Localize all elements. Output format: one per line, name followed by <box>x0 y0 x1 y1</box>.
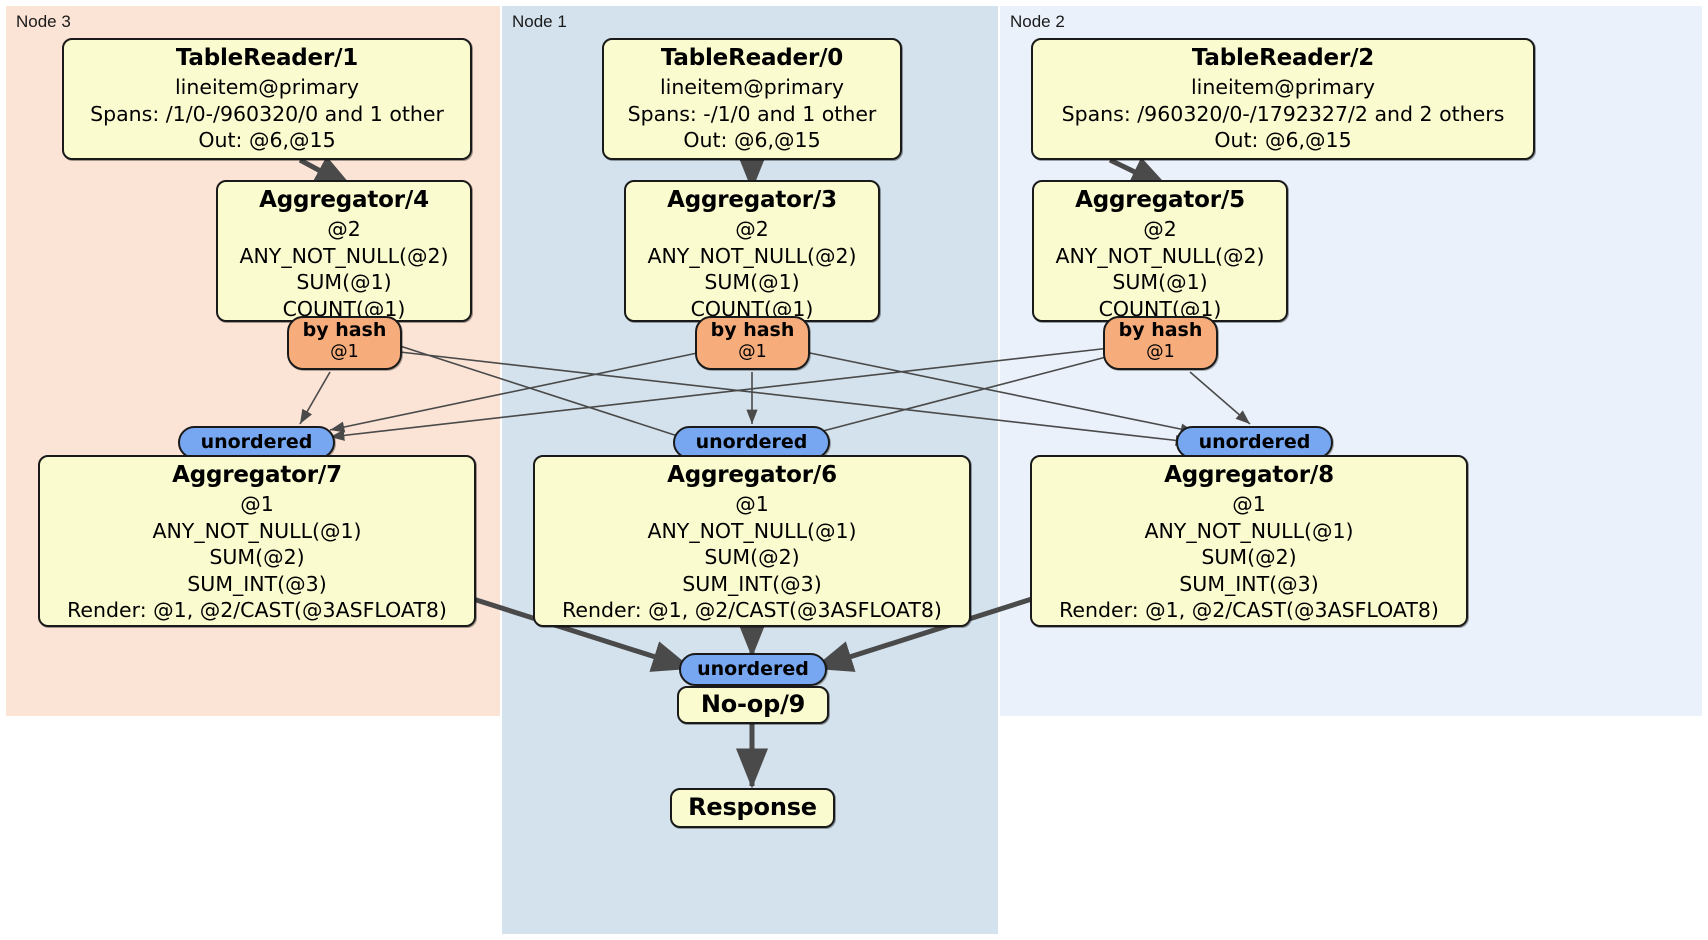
processor-detail-line: SUM(@1) <box>704 270 800 295</box>
processor-detail-line: ANY_NOT_NULL(@1) <box>152 518 362 543</box>
processor-aggregator-3[interactable]: Aggregator/3 @2 ANY_NOT_NULL(@2) SUM(@1)… <box>624 180 880 322</box>
processor-detail-line: Out: @6,@15 <box>1214 128 1352 153</box>
processor-detail-line: ANY_NOT_NULL(@2) <box>1055 243 1265 268</box>
stream-badge-subtitle: @1 <box>738 341 767 362</box>
processor-response[interactable]: Response <box>670 788 835 828</box>
processor-aggregator-5[interactable]: Aggregator/5 @2 ANY_NOT_NULL(@2) SUM(@1)… <box>1032 180 1288 322</box>
processor-detail-line: ANY_NOT_NULL(@2) <box>647 243 857 268</box>
processor-detail-line: Spans: /1/0-/960320/0 and 1 other <box>90 101 444 126</box>
processor-title: Aggregator/6 <box>667 462 837 488</box>
processor-detail-line: @1 <box>240 491 274 516</box>
processor-detail-line: ANY_NOT_NULL(@1) <box>647 518 857 543</box>
processor-detail-line: @1 <box>1232 491 1266 516</box>
processor-title: Aggregator/5 <box>1075 187 1245 213</box>
processor-detail-line: lineitem@primary <box>659 74 845 99</box>
processor-detail-line: SUM(@2) <box>1201 545 1297 570</box>
processor-title: No-op/9 <box>700 690 806 719</box>
processor-detail-line: @1 <box>735 491 769 516</box>
processor-detail-line: lineitem@primary <box>174 74 360 99</box>
stream-badge-title: unordered <box>697 657 809 680</box>
processor-detail-line: SUM_INT(@3) <box>682 571 822 596</box>
processor-table-reader-0[interactable]: TableReader/0 lineitem@primary Spans: -/… <box>602 38 902 160</box>
processor-detail-line: SUM(@1) <box>1112 270 1208 295</box>
node-panel-label-node2: Node 2 <box>1010 12 1065 31</box>
node-panel-label-node1: Node 1 <box>512 12 567 31</box>
processor-title: TableReader/2 <box>1191 45 1375 71</box>
processor-detail-line: ANY_NOT_NULL(@2) <box>239 243 449 268</box>
stream-badge-unordered-final[interactable]: unordered <box>679 653 827 686</box>
processor-table-reader-2[interactable]: TableReader/2 lineitem@primary Spans: /9… <box>1031 38 1535 160</box>
processor-detail-line: Spans: -/1/0 and 1 other <box>627 101 877 126</box>
stream-badge-by-hash-right[interactable]: by hash @1 <box>1103 316 1218 370</box>
stream-badge-title: by hash <box>1118 319 1203 341</box>
stream-badge-title: unordered <box>1198 430 1311 453</box>
processor-detail-line: SUM_INT(@3) <box>187 571 327 596</box>
processor-title: TableReader/1 <box>175 45 359 71</box>
stream-badge-title: unordered <box>200 430 313 453</box>
processor-title: Aggregator/8 <box>1164 462 1334 488</box>
processor-detail-line: Out: @6,@15 <box>198 128 336 153</box>
processor-detail-line: lineitem@primary <box>1190 74 1376 99</box>
stream-badge-title: unordered <box>695 430 808 453</box>
stream-badge-by-hash-left[interactable]: by hash @1 <box>287 316 402 370</box>
processor-detail-line: SUM_INT(@3) <box>1179 571 1319 596</box>
processor-aggregator-8[interactable]: Aggregator/8 @1 ANY_NOT_NULL(@1) SUM(@2)… <box>1030 455 1468 627</box>
stream-badge-unordered-left[interactable]: unordered <box>178 426 335 459</box>
processor-aggregator-4[interactable]: Aggregator/4 @2 ANY_NOT_NULL(@2) SUM(@1)… <box>216 180 472 322</box>
processor-table-reader-1[interactable]: TableReader/1 lineitem@primary Spans: /1… <box>62 38 472 160</box>
processor-detail-line: @2 <box>327 216 361 241</box>
processor-detail-line: SUM(@2) <box>209 545 305 570</box>
processor-detail-line: SUM(@1) <box>296 270 392 295</box>
processor-title: Aggregator/3 <box>667 187 837 213</box>
stream-badge-title: by hash <box>710 319 795 341</box>
processor-detail-line: Render: @1, @2/CAST(@3ASFLOAT8) <box>1059 598 1439 623</box>
processor-aggregator-7[interactable]: Aggregator/7 @1 ANY_NOT_NULL(@1) SUM(@2)… <box>38 455 476 627</box>
node-panel-label-node3: Node 3 <box>16 12 71 31</box>
processor-detail-line: ANY_NOT_NULL(@1) <box>1144 518 1354 543</box>
processor-no-op-9[interactable]: No-op/9 <box>677 686 829 724</box>
processor-aggregator-6[interactable]: Aggregator/6 @1 ANY_NOT_NULL(@1) SUM(@2)… <box>533 455 971 627</box>
processor-detail-line: Render: @1, @2/CAST(@3ASFLOAT8) <box>67 598 447 623</box>
stream-badge-subtitle: @1 <box>1146 341 1175 362</box>
stream-badge-unordered-right[interactable]: unordered <box>1176 426 1333 459</box>
processor-title: Aggregator/7 <box>172 462 342 488</box>
processor-detail-line: Spans: /960320/0-/1792327/2 and 2 others <box>1061 101 1505 126</box>
processor-detail-line: Out: @6,@15 <box>683 128 821 153</box>
processor-detail-line: SUM(@2) <box>704 545 800 570</box>
processor-detail-line: @2 <box>1143 216 1177 241</box>
stream-badge-subtitle: @1 <box>330 341 359 362</box>
processor-title: Response <box>688 793 817 822</box>
processor-title: TableReader/0 <box>660 45 844 71</box>
stream-badge-title: by hash <box>302 319 387 341</box>
processor-detail-line: @2 <box>735 216 769 241</box>
stream-badge-unordered-mid[interactable]: unordered <box>673 426 830 459</box>
processor-detail-line: Render: @1, @2/CAST(@3ASFLOAT8) <box>562 598 942 623</box>
processor-title: Aggregator/4 <box>259 187 429 213</box>
stream-badge-by-hash-mid[interactable]: by hash @1 <box>695 316 810 370</box>
